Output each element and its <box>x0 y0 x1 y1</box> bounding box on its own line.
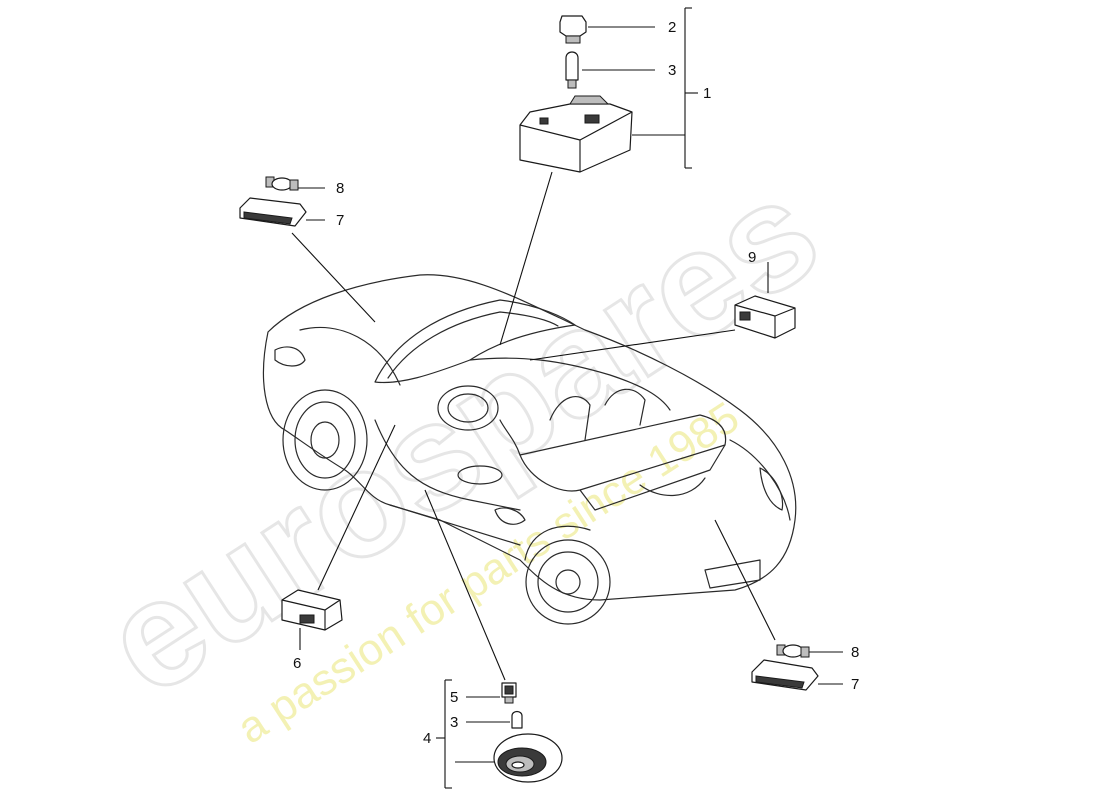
part-dome-light <box>519 7 698 173</box>
callout-1: 1 <box>703 85 711 102</box>
part-courtesy-lamp-right <box>751 659 843 691</box>
part-festoon-bulb-left <box>265 176 325 191</box>
callout-3-top: 3 <box>668 62 676 79</box>
callout-2: 2 <box>668 19 676 36</box>
callout-3-bottom: 3 <box>450 714 458 731</box>
part-cap <box>559 15 655 44</box>
part-courtesy-lamp-left <box>239 197 325 227</box>
part-bulb-top <box>565 51 655 89</box>
car-outline <box>262 274 797 625</box>
leader-lines <box>291 171 776 681</box>
part-festoon-bulb-right <box>776 644 843 658</box>
callout-6: 6 <box>293 655 301 672</box>
callout-7-left: 7 <box>336 212 344 229</box>
callout-9: 9 <box>748 249 756 266</box>
watermark: eurospares a passion for parts since 198… <box>74 144 847 753</box>
part-bulb-socket <box>466 682 517 704</box>
part-bulb-bottom <box>466 710 523 729</box>
callout-labels: 2 3 1 8 7 9 6 8 7 5 3 4 <box>293 19 859 747</box>
callout-4: 4 <box>423 730 431 747</box>
callout-8-left: 8 <box>336 180 344 197</box>
callout-7-right: 7 <box>851 676 859 693</box>
part-side-lamp <box>436 679 563 789</box>
callout-8-right: 8 <box>851 644 859 661</box>
part-module-lower <box>281 589 343 650</box>
part-control-module <box>734 262 796 339</box>
callout-5: 5 <box>450 689 458 706</box>
